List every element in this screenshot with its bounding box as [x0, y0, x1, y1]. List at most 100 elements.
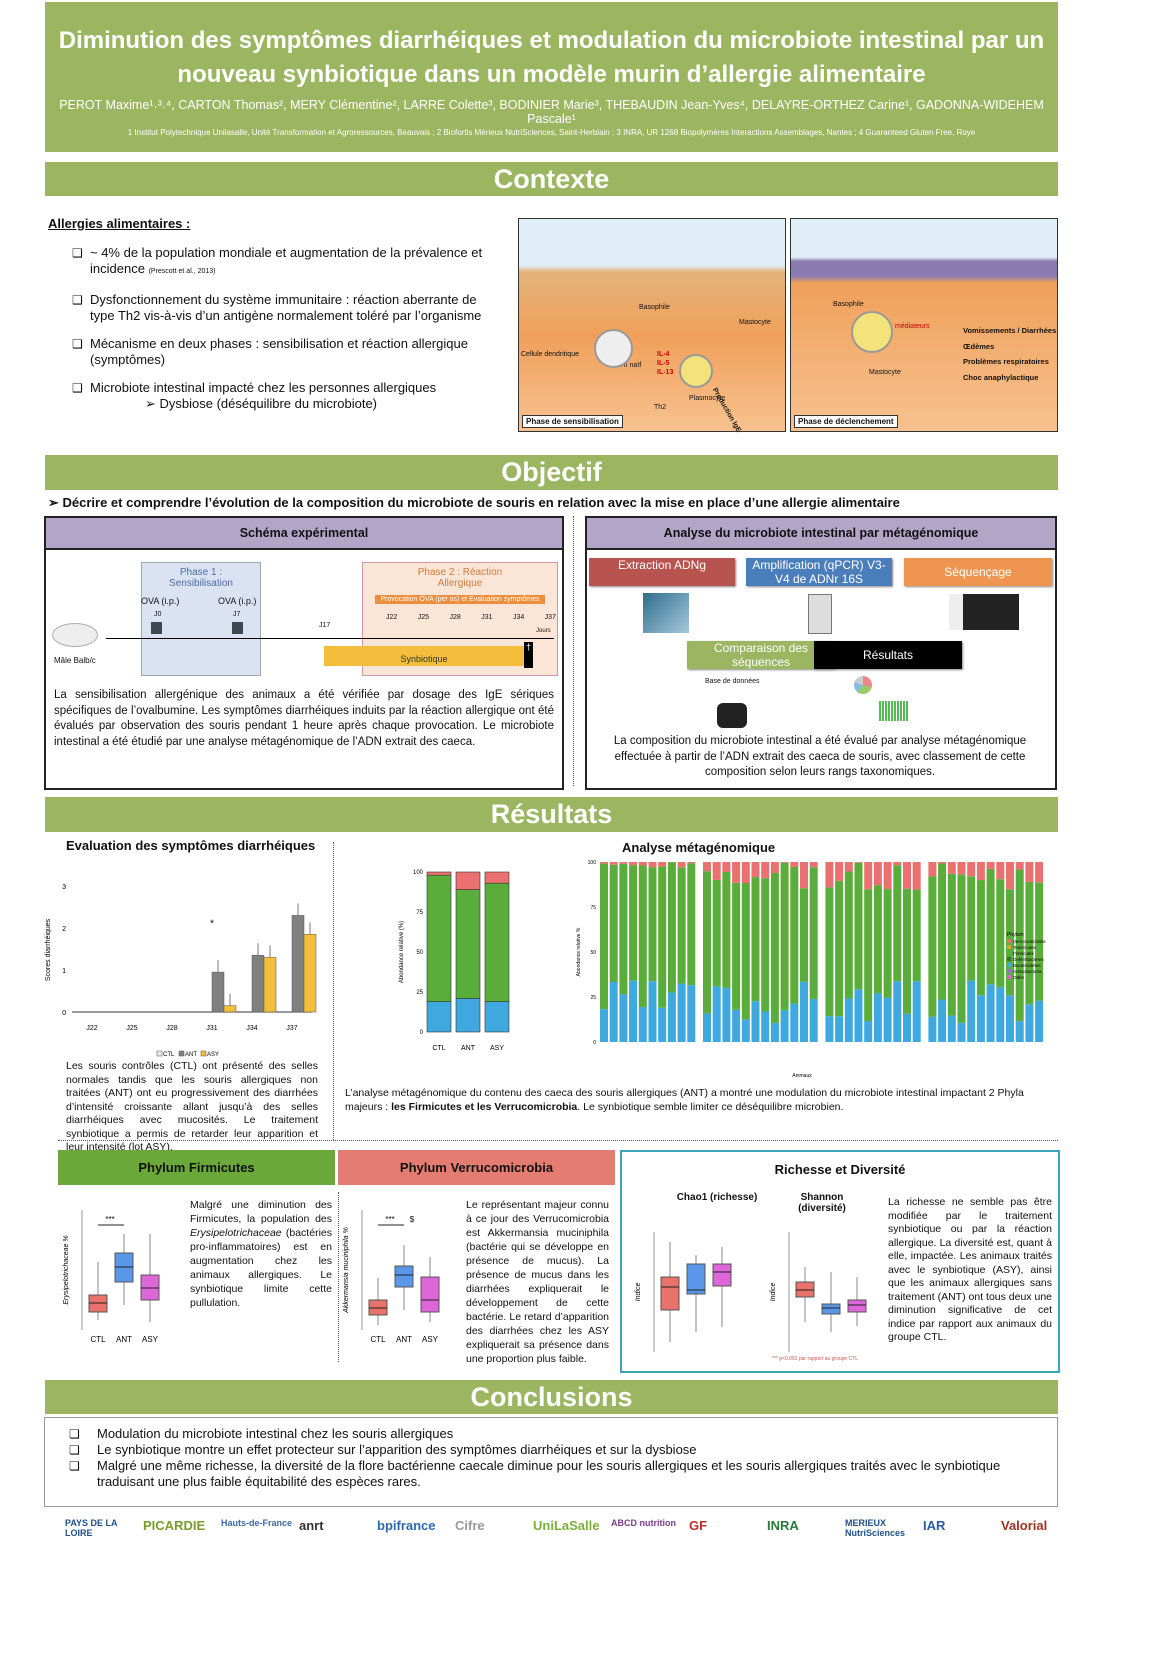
stack-Verrucomicrobia	[600, 862, 608, 864]
legend-label: Tenericutes	[1013, 945, 1037, 950]
stack-Verrucomicrobia	[835, 862, 844, 881]
cell-icon	[594, 329, 633, 368]
ige-production-label: Production IgE	[710, 387, 742, 434]
effect: Vomissements / Diarrhées	[963, 326, 1057, 335]
stack-Firmicutes	[903, 888, 911, 1014]
y-tick-label: 0	[593, 1040, 596, 1046]
richesse-box: Richesse et Diversité Chao1 (richesse) S…	[620, 1150, 1060, 1373]
legend-swatch	[1007, 969, 1011, 973]
bar-ANT	[211, 971, 225, 1013]
stack-Bacteroidetes	[629, 980, 638, 1042]
title-line-2: nouveau synbiotique dans un modèle murin…	[177, 61, 926, 88]
ova-label: OVA (i.p.)	[141, 596, 180, 606]
x-tick-label: J37	[286, 1025, 297, 1032]
trigger-diagram: Basophile médiateurs Mastocyte Vomisseme…	[790, 218, 1058, 432]
contexte-text: Allergies alimentaires : ~ 4% de la popu…	[48, 216, 498, 424]
stack-Verrucomicrobia	[732, 862, 741, 883]
box-ANT	[394, 1265, 414, 1288]
cell-label: médiateurs	[895, 323, 930, 330]
stack-Verrucomicrobia	[780, 862, 789, 863]
stack-Bacteroidetes	[1006, 995, 1014, 1042]
partner-logo: GF	[689, 1518, 708, 1533]
stack-Verrucomicrobia	[658, 862, 667, 867]
stack-Firmicutes	[741, 883, 750, 1020]
stack-Bacteroidetes	[809, 998, 818, 1042]
divider	[338, 1192, 339, 1362]
x-tick-label: CTL	[90, 1335, 106, 1344]
list-item: ~ 4% de la population mondiale et augmen…	[48, 245, 498, 280]
day-label: J28	[449, 614, 461, 621]
richesse-text: La richesse ne semble pas être modifiée …	[888, 1196, 1052, 1343]
synbiotic-arrow: Synbiotique	[324, 646, 524, 666]
timeline	[106, 638, 554, 639]
stack-Firmicutes	[986, 868, 995, 985]
partner-logo: Valorial	[1001, 1518, 1048, 1533]
symptoms-title: Evaluation des symptômes diarrhéiques	[66, 838, 316, 853]
panel-label: Phase de sensibilisation	[522, 415, 623, 428]
box-ANT	[821, 1303, 841, 1315]
stack-Verrucomicrobia	[1006, 862, 1014, 890]
stack-Firmicutes	[638, 865, 647, 1008]
y-axis-label: Indice	[770, 1283, 777, 1302]
stack-Verrucomicrobia	[677, 862, 686, 868]
stack-Firmicutes	[912, 889, 921, 982]
cell-label: Mastocyte	[739, 319, 771, 326]
legend-swatch	[1007, 963, 1011, 967]
affiliations: 1 Institut Polytechnique Unilasalle, Uni…	[127, 128, 976, 137]
legend-label: CTL	[163, 1052, 175, 1058]
x-tick-label: ANT	[461, 1045, 476, 1052]
meta-text-bold: les Firmicutes et les Verrucomicrobia	[391, 1101, 578, 1113]
stack-Firmicutes	[732, 882, 741, 1010]
y-tick-label: 100	[588, 860, 597, 866]
barchart-icon	[879, 701, 909, 721]
y-tick-label: 25	[416, 990, 423, 996]
stack-Verrucomicrobia	[722, 862, 731, 873]
cross-icon: †	[524, 642, 533, 668]
stack-Firmicutes	[609, 864, 618, 982]
x-tick-label: J28	[166, 1025, 177, 1032]
cell-label: Mastocyte	[869, 369, 901, 376]
stack-Firmicutes	[761, 878, 770, 1012]
y-tick-label: 75	[590, 905, 596, 911]
stack-Bacteroidetes	[928, 1016, 937, 1042]
y-tick-label: 50	[416, 950, 423, 956]
x-tick-label: ANT	[116, 1335, 132, 1344]
stack-Bacteroidetes	[667, 992, 676, 1042]
animal-abundance-chart: Abondance relative %0255075100AnimauxPhy…	[576, 860, 1046, 1079]
stack-Bacteroidetes	[722, 987, 731, 1042]
stack-Verrucomicrobia	[790, 862, 799, 867]
phase2-label: Phase 2 : Réaction Allergique	[417, 567, 503, 589]
cytokine-label: IL-5	[657, 360, 670, 367]
box-ASY	[712, 1263, 732, 1287]
stack-Bacteroidetes	[1035, 1000, 1044, 1042]
list-item: Microbiote intestinal impacté chez les p…	[48, 380, 498, 412]
stack-Firmicutes	[1015, 869, 1024, 1022]
section-resultats: Résultats	[45, 797, 1058, 832]
stack-Bacteroidetes	[825, 1016, 834, 1042]
ova-label: OVA (i.p.)	[218, 596, 257, 606]
legend-swatch	[1007, 945, 1011, 949]
stack-Verrucomicrobia	[967, 862, 976, 877]
stack-Firmicutes	[677, 867, 686, 984]
richesse-title: Richesse et Diversité	[774, 1162, 906, 1177]
stack-Verrucomicrobia	[741, 862, 750, 884]
researchers-icon	[717, 703, 747, 728]
divider	[333, 842, 334, 1140]
axis-label: Jours	[536, 628, 551, 634]
day-label: J31	[481, 614, 493, 621]
stack-Bacteroidetes	[957, 1022, 966, 1042]
day-label: J22	[386, 614, 398, 621]
stack-Verrucomicrobia	[912, 862, 921, 890]
list-item: Malgré une même richesse, la diversité d…	[45, 1458, 1057, 1490]
day-label: J34	[512, 614, 525, 621]
objective-text: Décrire et comprendre l’évolution de la …	[62, 495, 900, 510]
x-tick-label: CTL	[432, 1045, 445, 1052]
list-item: Le synbiotique montre un effet protecteu…	[45, 1442, 1057, 1458]
stack-Bacteroidetes	[835, 1016, 844, 1042]
box-ASY	[847, 1299, 867, 1313]
partner-logo: INRA	[767, 1518, 799, 1533]
stack-Firmicutes	[928, 876, 937, 1017]
stack-Verrucomicrobia	[893, 862, 902, 866]
x-tick-label: ASY	[422, 1335, 439, 1344]
